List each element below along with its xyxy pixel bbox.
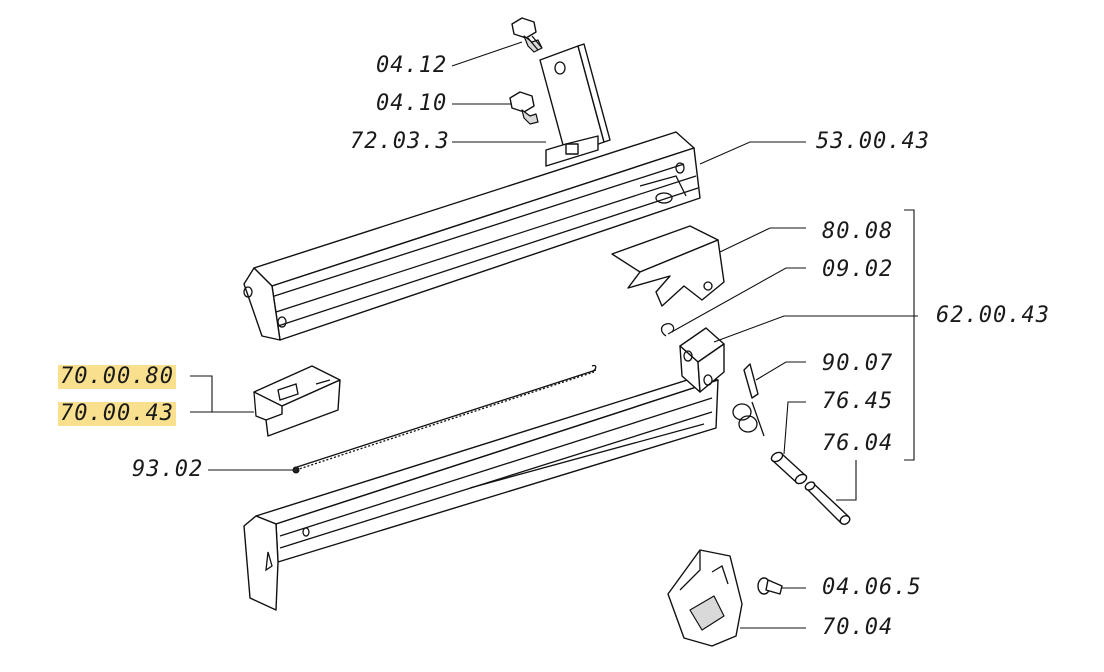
lower-rail-62-00-43[interactable] (243, 327, 725, 611)
label-70-04[interactable]: 70.04 (822, 615, 894, 640)
clip-09-02[interactable] (660, 322, 675, 337)
latch-80-08[interactable] (611, 225, 725, 307)
label-72-03-3[interactable]: 72.03.3 (350, 129, 450, 154)
label-53-00-43[interactable]: 53.00.43 (816, 129, 930, 154)
upper-rail-53-00-43[interactable] (243, 131, 701, 341)
screw-04-06-5[interactable] (757, 577, 783, 595)
tube-76-45[interactable] (770, 451, 808, 486)
label-04-06-5[interactable]: 04.06.5 (822, 575, 922, 600)
label-62-00-43[interactable]: 62.00.43 (936, 303, 1050, 328)
label-70-00-80[interactable]: 70.00.80 (58, 364, 176, 389)
label-76-04[interactable]: 76.04 (822, 431, 894, 456)
spring-clip-90-07[interactable] (732, 363, 765, 437)
pin-76-04[interactable] (804, 480, 851, 525)
label-04-12[interactable]: 04.12 (376, 53, 448, 78)
label-76-45[interactable]: 76.45 (822, 389, 894, 414)
slider-70-00-80[interactable] (253, 365, 341, 437)
label-04-10[interactable]: 04.10 (376, 91, 448, 116)
bolt-04-12[interactable] (511, 17, 543, 53)
label-93-02[interactable]: 93.02 (132, 457, 204, 482)
bracket-72-03-3[interactable] (539, 43, 611, 167)
label-80-08[interactable]: 80.08 (822, 219, 894, 244)
label-09-02[interactable]: 09.02 (822, 257, 894, 282)
leader-lines (190, 41, 918, 629)
cover-70-04[interactable] (667, 549, 743, 647)
label-70-00-43[interactable]: 70.00.43 (58, 401, 176, 426)
bolt-04-10[interactable] (509, 91, 539, 125)
label-90-07[interactable]: 90.07 (822, 351, 894, 376)
